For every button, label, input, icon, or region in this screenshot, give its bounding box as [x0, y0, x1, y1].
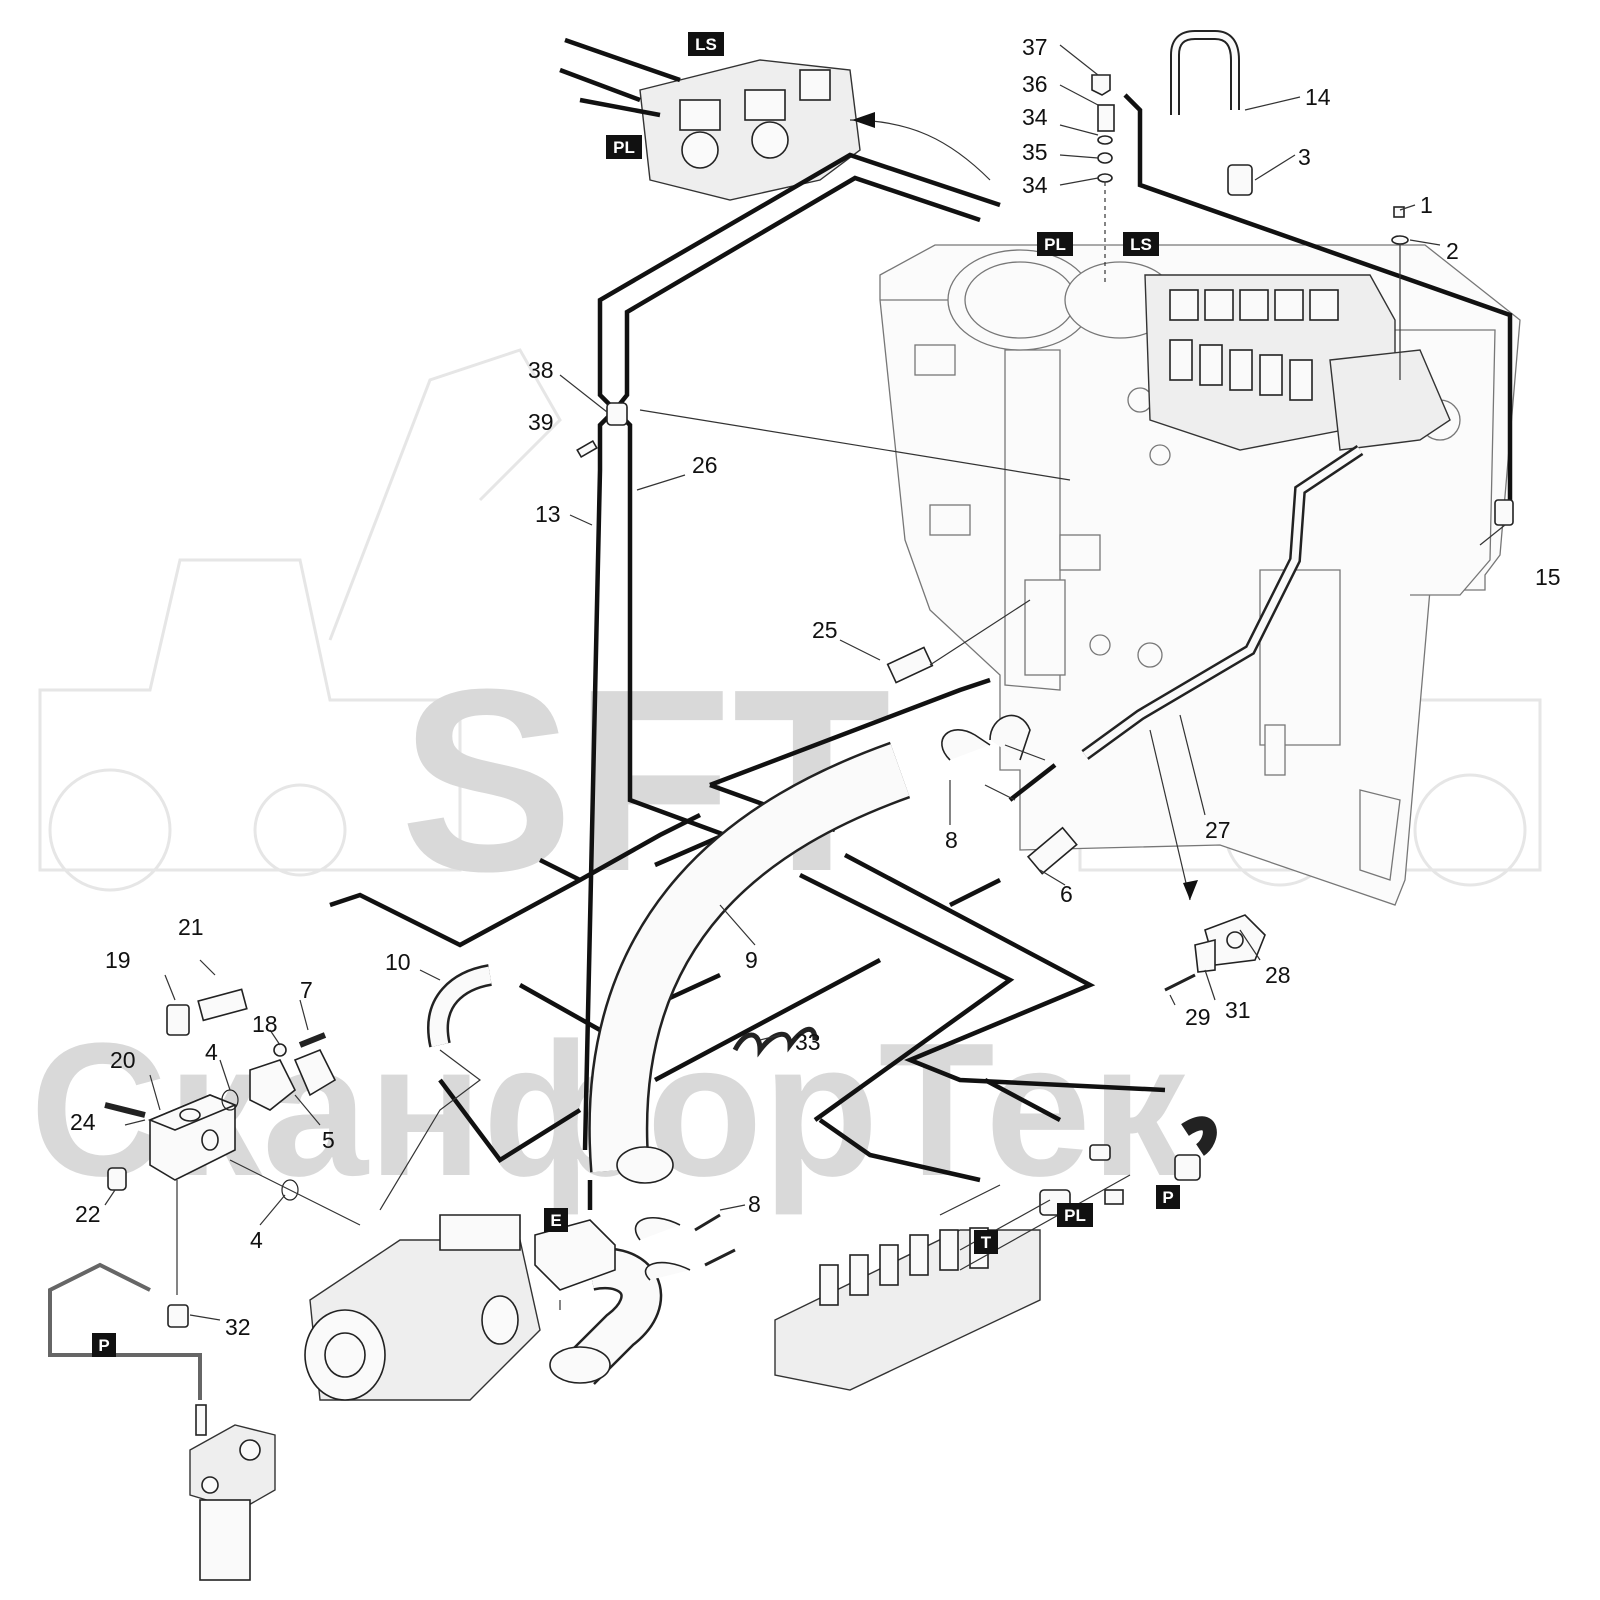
callout-4-top: 4	[205, 1039, 218, 1065]
callout-18: 18	[252, 1011, 278, 1037]
hydraulic-pump	[304, 1214, 541, 1401]
tag-p-filter: P	[92, 1333, 116, 1357]
callout-29: 29	[1185, 1004, 1211, 1030]
callout-6: 6	[1060, 881, 1073, 907]
callout-20: 20	[110, 1047, 136, 1073]
callout-27: 27	[1205, 817, 1231, 843]
tag-ls-inset: LS	[688, 32, 724, 56]
callout-38: 38	[528, 357, 554, 383]
control-valve-block	[1144, 274, 1451, 451]
tag-p-lower: P	[1156, 1185, 1180, 1209]
callout-21: 21	[178, 914, 204, 940]
callout-31: 31	[1225, 997, 1251, 1023]
svg-text:P: P	[98, 1336, 109, 1355]
tag-e: E	[544, 1208, 568, 1232]
svg-text:PL: PL	[1064, 1206, 1086, 1225]
svg-text:E: E	[550, 1211, 561, 1230]
callout-5: 5	[322, 1127, 335, 1153]
port-tags: LS PL PL LS E T PL P	[92, 32, 1180, 1357]
callout-24: 24	[70, 1109, 96, 1135]
callout-34-top: 34	[1022, 104, 1048, 130]
callout-19: 19	[105, 947, 131, 973]
pressure-filter	[189, 1404, 276, 1581]
svg-text:LS: LS	[1130, 235, 1152, 254]
callout-28: 28	[1265, 962, 1291, 988]
callout-26: 26	[692, 452, 718, 478]
svg-text:P: P	[1162, 1188, 1173, 1207]
callout-13: 13	[535, 501, 561, 527]
callout-8-lower: 8	[748, 1191, 761, 1217]
callout-36: 36	[1022, 71, 1048, 97]
callout-7: 7	[300, 977, 313, 1003]
callout-2: 2	[1446, 238, 1459, 264]
callout-10: 10	[385, 949, 411, 975]
tag-t: T	[974, 1230, 998, 1254]
callout-33: 33	[795, 1029, 821, 1055]
callout-3: 3	[1298, 144, 1311, 170]
callout-39: 39	[528, 409, 554, 435]
callout-15: 15	[1535, 564, 1561, 590]
svg-text:PL: PL	[1044, 235, 1066, 254]
callout-22: 22	[75, 1201, 101, 1227]
inset-valve	[559, 37, 991, 201]
callout-14: 14	[1305, 84, 1331, 110]
svg-text:T: T	[981, 1233, 992, 1252]
tag-ls-valve: LS	[1123, 232, 1159, 256]
svg-text:LS: LS	[695, 35, 717, 54]
callout-32: 32	[225, 1314, 251, 1340]
svg-text:PL: PL	[613, 138, 635, 157]
lower-valve-bank	[774, 1227, 1041, 1391]
callout-25: 25	[812, 617, 838, 643]
callout-37: 37	[1022, 34, 1048, 60]
leader-lines	[104, 44, 1506, 1321]
callout-4-bottom: 4	[250, 1227, 263, 1253]
callout-9: 9	[745, 947, 758, 973]
tag-pl-lower: PL	[1057, 1203, 1093, 1227]
fittings	[104, 74, 1514, 1328]
callout-numbers: 1 2 3 4 4 5 6 7 8 8 9 10 13 14 15 18 19 …	[70, 34, 1561, 1340]
callout-1: 1	[1420, 192, 1433, 218]
suction-hose-9	[549, 741, 911, 1385]
hose-13	[582, 152, 1001, 1151]
tag-pl-inset: PL	[606, 135, 642, 159]
tag-pl-valve: PL	[1037, 232, 1073, 256]
callout-34-bottom: 34	[1022, 172, 1048, 198]
callout-8-upper: 8	[945, 827, 958, 853]
callout-35: 35	[1022, 139, 1048, 165]
